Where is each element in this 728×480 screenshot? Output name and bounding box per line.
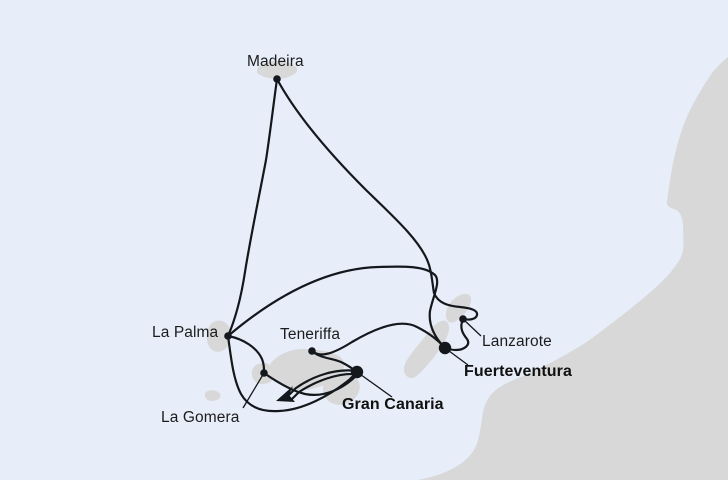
port-dot-teneriffa (308, 347, 316, 355)
port-dot-lanzarote (459, 315, 467, 323)
africa-coastline (418, 57, 728, 480)
lanzarote-island (445, 293, 472, 323)
route-madeira-lanzarote (275, 77, 479, 321)
route-teneriffa-fuerteventura (310, 322, 447, 356)
route-la-palma-la-gomera (226, 334, 266, 375)
port-label-la-gomera: La Gomera (161, 409, 240, 426)
port-dot-la-palma (224, 332, 232, 340)
port-dot-la-gomera (260, 369, 268, 377)
label-pointer-lanzarote (462, 318, 482, 337)
fuerteventura-island (403, 320, 450, 379)
la-palma-island (206, 320, 232, 352)
route-madeira-la-palma (226, 77, 279, 338)
route-la-gomera-gran-canaria (262, 371, 357, 396)
port-label-teneriffa: Teneriffa (280, 326, 341, 343)
route-la-palma-gran-canaria-loop (226, 334, 359, 413)
el-hierro-island (204, 390, 221, 401)
port-label-la-palma: La Palma (152, 324, 219, 341)
port-dot-gran-canaria (350, 365, 364, 379)
port-label-gran-canaria: Gran Canaria (342, 396, 444, 413)
port-label-madeira: Madeira (247, 53, 304, 70)
label-pointer-la-gomera (242, 372, 265, 409)
port-label-lanzarote: Lanzarote (482, 333, 552, 350)
port-dot-fuerteventura (438, 341, 452, 355)
route-la-palma-fuerteventura (226, 265, 447, 350)
direction-arrow-icon (276, 386, 295, 402)
port-dot-madeira (273, 75, 281, 83)
label-pointer-gran-canaria (356, 371, 393, 398)
madeira-island (257, 61, 298, 79)
port-label-fuerteventura: Fuerteventura (464, 363, 572, 380)
route-gran-canaria-arrow-upper (287, 369, 359, 397)
